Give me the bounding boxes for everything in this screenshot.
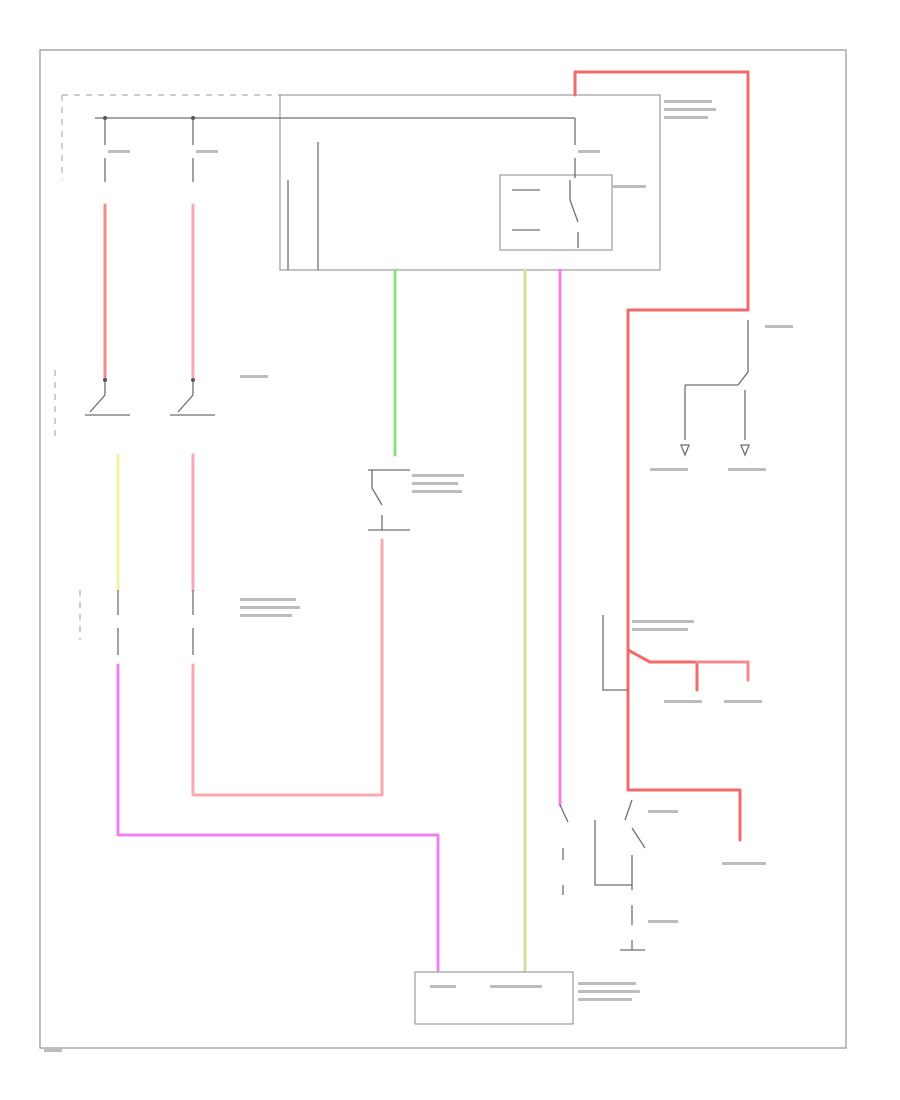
faint-labels: [44, 100, 793, 1052]
wire-violet-left: [116, 663, 440, 972]
junction-block: [602, 615, 628, 691]
right-switch-arrows: [680, 444, 750, 457]
lower-fuses: [117, 590, 194, 655]
transmission-range-switch: [368, 469, 410, 531]
bus-node-2: [191, 116, 195, 120]
ign-node-1: [103, 378, 107, 382]
wire-red-battery-feed: [573, 70, 750, 312]
bus-node-1: [103, 116, 107, 120]
fuse-links: [104, 118, 576, 182]
relay-box: [279, 94, 661, 271]
wire-red-fusible-link: [626, 648, 699, 692]
diagram-border: [39, 49, 847, 1049]
ignition-switch-contacts: [85, 380, 215, 416]
control-module-box: [414, 971, 574, 1025]
wire-red-right: [626, 308, 750, 792]
wire-red-fusible-link-2: [695, 660, 750, 682]
wire-red-starter-feed: [626, 788, 742, 842]
right-switch: [684, 320, 749, 440]
relay-box-inner-line: [287, 142, 319, 270]
starter-relay-box: [499, 174, 613, 251]
wire-pink-bottom: [191, 538, 384, 797]
ign-node-2: [191, 378, 195, 382]
starter-relay-contact: [512, 180, 579, 248]
starter-solenoid: [559, 799, 646, 951]
